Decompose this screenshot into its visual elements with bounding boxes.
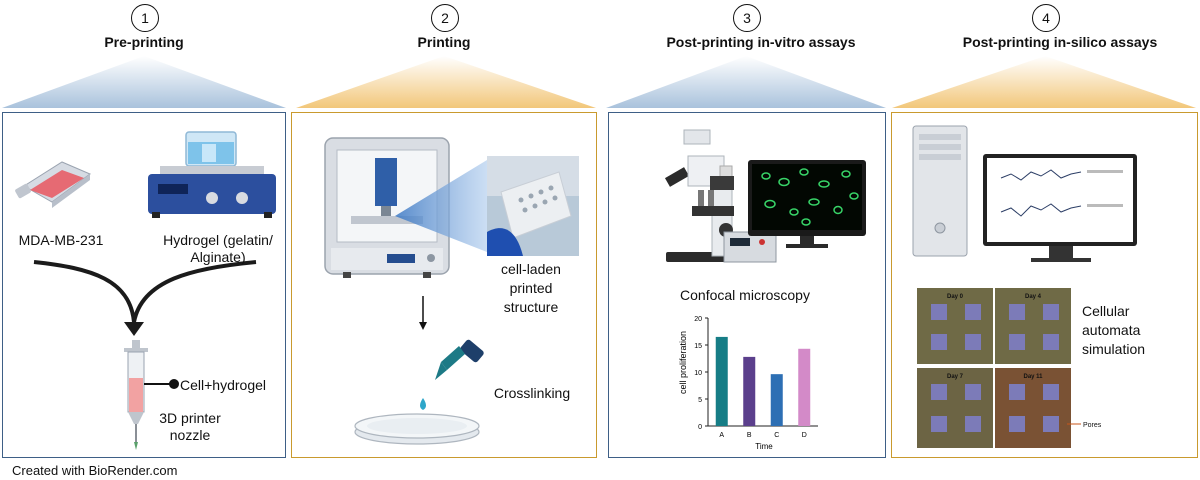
monitor-icon [748, 160, 866, 248]
y-tick-label-10: 10 [694, 370, 702, 377]
dropper-icon [420, 339, 484, 410]
fan-3 [606, 56, 886, 108]
step-1-number: 1 [131, 4, 159, 32]
step-2-number: 2 [431, 4, 459, 32]
step-fans [2, 56, 1196, 108]
panel-pre-printing [2, 112, 286, 458]
step-4-title: Post-printing in-silico assays [962, 34, 1158, 50]
step-3-number: 3 [733, 4, 761, 32]
simulation-label: Cellular automata simulation [1082, 303, 1146, 357]
merge-arrowhead [124, 322, 144, 336]
step-4-number: 4 [1032, 4, 1060, 32]
y-axis-label: cell proliferation [678, 331, 688, 394]
sim-day11-label: Day 11 [1023, 374, 1043, 380]
y-tick-label-0: 0 [698, 424, 702, 431]
sim-tile-day4 [995, 288, 1071, 364]
panel-3-illustrations [664, 129, 866, 263]
sim-tile-day11 [995, 368, 1071, 448]
y-tick-label-20: 20 [694, 316, 702, 323]
hydrogel-label: Hydrogel (gelatin/ Alginate) [163, 232, 273, 265]
fan-1 [2, 56, 286, 108]
x-axis-label: Time [755, 442, 773, 451]
sim-day4-label: Day 4 [1025, 294, 1042, 300]
petri-dish-icon [354, 413, 480, 445]
mixture-pointer-dot [169, 379, 179, 389]
cell-line-label: MDA-MB-231 [18, 232, 104, 248]
computer-tower-icon [912, 125, 968, 257]
sim-day0-label: Day 0 [947, 294, 964, 300]
x-tick-label-C: C [774, 432, 779, 439]
camera-box [710, 176, 734, 190]
x-tick-label-D: D [802, 432, 807, 439]
crosslinking-label: Crosslinking [493, 385, 571, 401]
x-tick-label-A: A [719, 432, 724, 439]
mixture-label: Cell+hydrogel [180, 377, 266, 393]
printed-structure-label: cell-laden printed structure [501, 261, 561, 315]
fan-4 [892, 56, 1196, 108]
sim-day7-label: Day 7 [947, 374, 964, 380]
panel-printing [291, 112, 597, 458]
printed-structure-photo [487, 156, 579, 256]
biorender-credit: Created with BioRender.com [12, 463, 178, 478]
panel-in-vitro [608, 112, 886, 458]
fan-2 [296, 56, 596, 108]
panel-in-silico [891, 112, 1198, 458]
panel-4-illustrations: Day 0 Day 4 Day 7 Day 11 Pores [912, 125, 1137, 448]
zoom-beam [395, 160, 487, 252]
bioprinter-icon [324, 137, 450, 278]
step-1-title: Pre-printing [104, 34, 184, 50]
bar-D [798, 348, 811, 426]
merge-arrow [33, 260, 257, 323]
hotplate-stirrer-icon [148, 131, 276, 218]
pores-label: Pores [1083, 422, 1102, 429]
bar-B [743, 356, 756, 426]
monitor-plot-icon [983, 154, 1137, 262]
bar-A [715, 336, 728, 426]
confocal-microscopy-label: Confocal microscopy [680, 287, 810, 303]
controller-box-icon [723, 231, 777, 263]
bar-C [770, 374, 783, 426]
step-3-title: Post-printing in-vitro assays [666, 34, 856, 50]
proliferation-bar-chart: cell proliferation Time 0 5 10 15 20A B C D [678, 316, 818, 451]
x-tick-label-B: B [747, 432, 752, 439]
panel-2-illustrations [324, 137, 579, 445]
sim-tile-day0 [917, 288, 993, 364]
step-2-title: Printing [417, 34, 471, 50]
nozzle-label: 3D printer nozzle [159, 410, 221, 443]
culture-flask-icon [15, 161, 91, 208]
syringe-nozzle-icon [124, 340, 148, 450]
sim-tile-day7 [917, 368, 993, 448]
panel-1-illustrations [15, 131, 276, 450]
y-tick-label-5: 5 [698, 397, 702, 404]
y-tick-label-15: 15 [694, 343, 702, 350]
